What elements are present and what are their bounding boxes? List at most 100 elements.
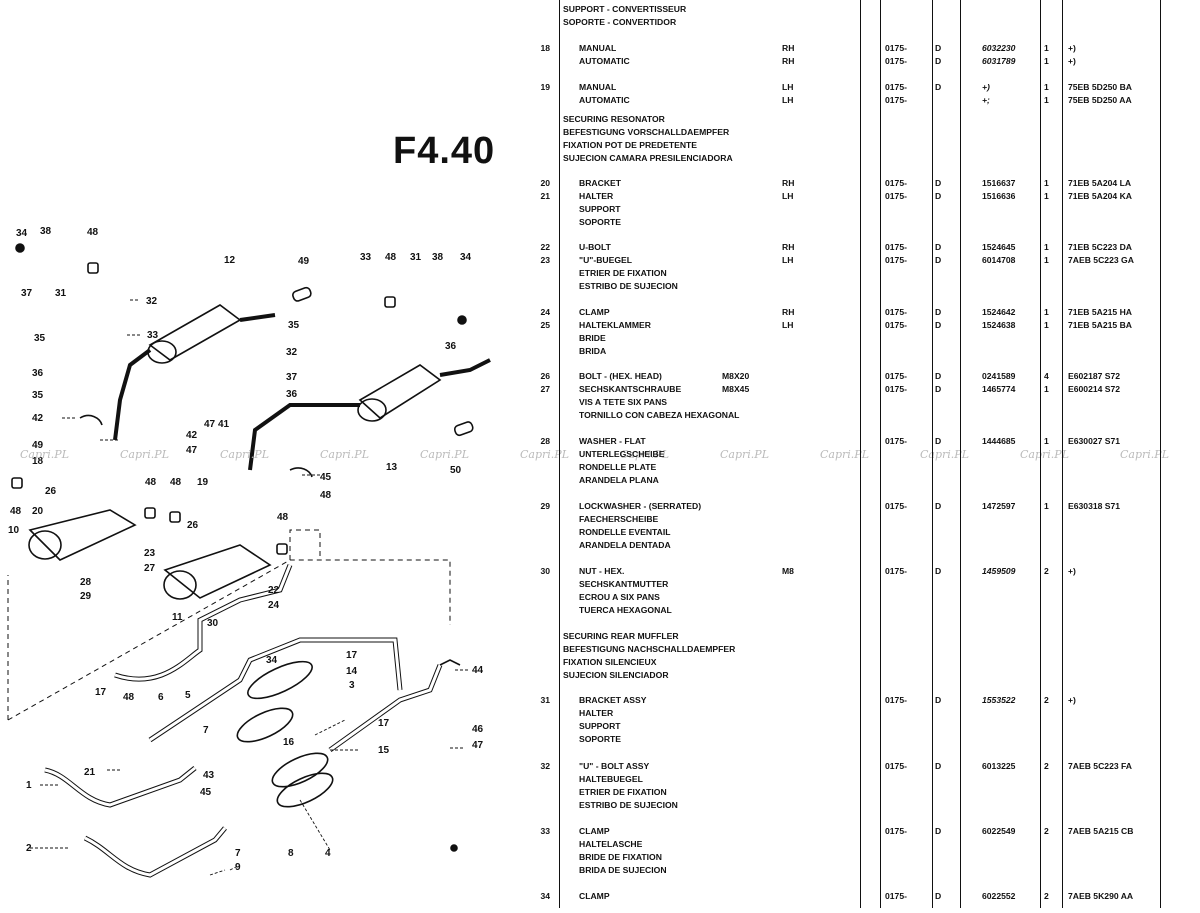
callout: 17 xyxy=(346,650,358,661)
callout: 23 xyxy=(144,548,156,559)
table-row: TUERCA HEXAGONAL xyxy=(579,605,672,615)
column-divider xyxy=(1160,0,1162,908)
callout: 3 xyxy=(349,680,355,691)
table-row: ARANDELA PLANA xyxy=(579,475,659,485)
callout: 24 xyxy=(268,600,280,611)
callout: 27 xyxy=(144,563,156,574)
watermark: Capri.PL xyxy=(220,448,269,461)
table-row: BRIDE DE FIXATION xyxy=(579,852,662,862)
callout: 22 xyxy=(268,585,280,596)
callout: 19 xyxy=(197,477,209,488)
callout: 5 xyxy=(185,690,191,701)
callout: 36 xyxy=(32,368,44,379)
watermark: Capri.PL xyxy=(420,448,469,461)
callout: 28 xyxy=(80,577,92,588)
callout: 18 xyxy=(32,456,44,467)
column-divider xyxy=(559,0,561,908)
callout: 43 xyxy=(203,770,215,781)
section-heading: FIXATION SILENCIEUX xyxy=(563,657,657,667)
watermark: Capri.PL xyxy=(820,448,869,461)
callout: 47 xyxy=(186,445,198,456)
callout: 35 xyxy=(32,390,44,401)
callout: 17 xyxy=(95,687,107,698)
watermark: Capri.PL xyxy=(620,448,669,461)
callout: 31 xyxy=(55,288,67,299)
callout: 9 xyxy=(235,862,241,873)
callout: 42 xyxy=(186,430,198,441)
table-row: ECROU A SIX PANS xyxy=(579,592,660,602)
callout: 48 xyxy=(123,692,135,703)
table-row: HALTELASCHE xyxy=(579,839,643,849)
table-row: BRIDA DE SUJECION xyxy=(579,865,667,875)
callout: 15 xyxy=(378,745,390,756)
callout: 29 xyxy=(80,591,92,602)
table-row: UNTERLEGSCHEIBE xyxy=(579,449,665,459)
callout: 49 xyxy=(32,440,44,451)
callout: 42 xyxy=(32,413,44,424)
callout: 36 xyxy=(445,341,457,352)
watermark: Capri.PL xyxy=(520,448,569,461)
section-heading: SUPPORT - CONVERTISSEUR xyxy=(563,4,687,14)
callout: 36 xyxy=(286,389,298,400)
callout: 38 xyxy=(40,226,52,237)
callout: 33 xyxy=(360,252,372,263)
table-row: SUPPORT xyxy=(579,204,621,214)
watermark: Capri.PL xyxy=(320,448,369,461)
column-divider xyxy=(860,0,862,908)
watermark: Capri.PL xyxy=(20,448,69,461)
callout: 45 xyxy=(320,472,332,483)
table-row: FAECHERSCHEIBE xyxy=(579,514,659,524)
table-row: BRIDE xyxy=(579,333,606,343)
parts-list-table: SUPPORT - CONVERTISSEUR SOPORTE - CONVER… xyxy=(530,0,1200,908)
callout: 35 xyxy=(288,320,300,331)
table-row: HALTER xyxy=(579,708,614,718)
section-heading: SUJECION CAMARA PRESILENCIADORA xyxy=(563,153,733,163)
table-row: RONDELLE EVENTAIL xyxy=(579,527,671,537)
column-divider xyxy=(960,0,962,908)
callout: 7 xyxy=(203,725,209,736)
column-divider xyxy=(932,0,934,908)
callout: 38 xyxy=(432,252,444,263)
callout: 34 xyxy=(266,655,278,666)
section-heading: SUJECION SILENCIADOR xyxy=(563,670,669,680)
column-divider xyxy=(1062,0,1064,908)
callout: 4 xyxy=(325,848,331,859)
callout: 26 xyxy=(45,486,57,497)
callout: 46 xyxy=(472,724,484,735)
column-divider xyxy=(1040,0,1042,908)
callout: 26 xyxy=(187,520,199,531)
table-row: SOPORTE xyxy=(579,217,622,227)
callout: 44 xyxy=(472,665,484,676)
callout: 49 xyxy=(298,256,310,267)
table-row: TORNILLO CON CABEZA HEXAGONAL xyxy=(579,410,740,420)
callout: 30 xyxy=(207,618,219,629)
callout: 37 xyxy=(286,372,298,383)
section-heading: SECURING REAR MUFFLER xyxy=(563,631,679,641)
callout: 48 xyxy=(10,506,22,517)
callout: 47 xyxy=(204,419,216,430)
callout: 10 xyxy=(8,525,20,536)
section-heading: BEFESTIGUNG NACHSCHALLDAEMPFER xyxy=(563,644,736,654)
callout: 50 xyxy=(450,465,462,476)
callout: 45 xyxy=(200,787,212,798)
table-row: ESTRIBO DE SUJECION xyxy=(579,281,678,291)
callout: 48 xyxy=(385,252,397,263)
table-row: BRIDA xyxy=(579,346,607,356)
callout: 8 xyxy=(288,848,294,859)
callout: 37 xyxy=(21,288,33,299)
callout: 20 xyxy=(32,506,44,517)
callout: 34 xyxy=(16,228,28,239)
callout: 33 xyxy=(147,330,159,341)
callout: 48 xyxy=(145,477,157,488)
callout: 14 xyxy=(346,666,358,677)
callout: 13 xyxy=(386,462,398,473)
